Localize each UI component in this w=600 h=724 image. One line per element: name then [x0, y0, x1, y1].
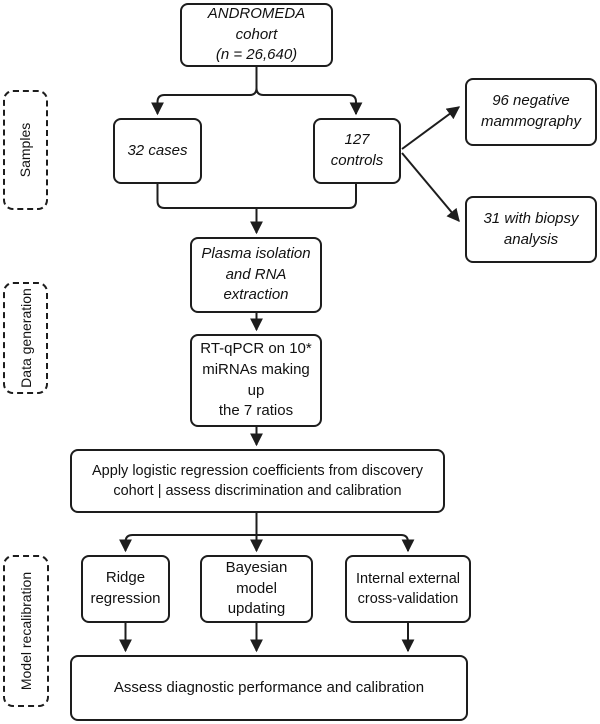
- stage-bracket-data-generation: Data generation: [3, 282, 48, 394]
- arrow-controls-to-biopsy: [401, 152, 460, 222]
- arrow-controls-to-negative-mammography: [401, 106, 461, 150]
- node-negative-mammography: 96 negative mammography: [465, 78, 597, 146]
- node-apply-logistic-regression: Apply logistic regression coefficients f…: [70, 449, 445, 513]
- node-rt-qpcr-label: RT-qPCR on 10* miRNAs making up the 7 ra…: [200, 340, 312, 420]
- node-andromeda-cohort-label: ANDROMEDA cohort (n = 26,640): [207, 4, 306, 64]
- node-biopsy-analysis: 31 with biopsy analysis: [465, 196, 597, 263]
- arrow-andromeda-to-controls: [255, 67, 363, 116]
- node-assess-performance: Assess diagnostic performance and calibr…: [70, 655, 468, 721]
- connector-cases-merge: [156, 184, 257, 209]
- arrow-apply-to-ridge: [119, 534, 257, 553]
- stage-label-model-recalibration: Model recalibration: [18, 571, 35, 691]
- node-ridge-regression-label: Ridge regression: [90, 569, 161, 607]
- stage-bracket-samples: Samples: [3, 90, 48, 210]
- node-plasma-isolation: Plasma isolation and RNA extraction: [190, 237, 322, 313]
- stage-bracket-model-recalibration: Model recalibration: [3, 555, 49, 707]
- node-assess-performance-label: Assess diagnostic performance and calibr…: [113, 678, 425, 696]
- node-ridge-regression: Ridge regression: [81, 555, 170, 623]
- arrow-apply-to-internal-external: [256, 534, 415, 553]
- node-cases-label: 32 cases: [127, 141, 188, 159]
- node-bayesian-model-updating-label: Bayesian model updating: [225, 558, 288, 618]
- connector-controls-merge: [256, 184, 357, 209]
- node-bayesian-model-updating: Bayesian model updating: [200, 555, 313, 623]
- node-controls: 127 controls: [313, 118, 401, 184]
- node-plasma-isolation-label: Plasma isolation and RNA extraction: [201, 244, 311, 304]
- node-apply-logistic-regression-label: Apply logistic regression coefficients f…: [92, 463, 423, 499]
- stage-label-data-generation: Data generation: [17, 288, 34, 388]
- node-andromeda-cohort: ANDROMEDA cohort (n = 26,640): [180, 3, 333, 67]
- arrow-andromeda-to-cases: [151, 67, 258, 116]
- node-cases: 32 cases: [113, 118, 202, 184]
- node-controls-label: 127 controls: [330, 131, 384, 169]
- node-internal-external-cross-validation: Internal external cross-validation: [345, 555, 471, 623]
- node-biopsy-analysis-label: 31 with biopsy analysis: [483, 209, 579, 248]
- node-rt-qpcr: RT-qPCR on 10* miRNAs making up the 7 ra…: [190, 334, 322, 427]
- node-internal-external-cross-validation-label: Internal external cross-validation: [356, 571, 460, 607]
- node-negative-mammography-label: 96 negative mammography: [480, 92, 582, 130]
- stage-label-samples: Samples: [17, 122, 34, 178]
